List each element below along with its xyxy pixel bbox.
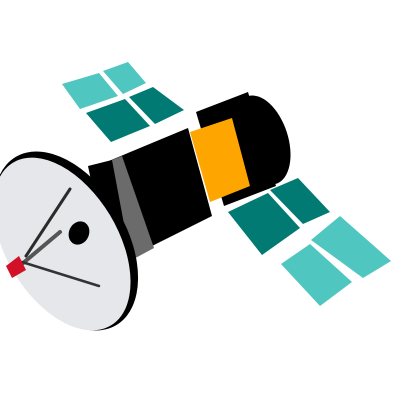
dish-strut bbox=[20, 260, 101, 288]
feed-horn bbox=[68, 221, 90, 245]
solar-cell bbox=[270, 178, 330, 224]
body-band bbox=[190, 118, 250, 202]
dish-strut bbox=[20, 230, 62, 266]
dish-surface bbox=[0, 157, 131, 331]
solar-cell bbox=[281, 244, 352, 306]
solar-cell bbox=[228, 193, 300, 255]
dish-antenna bbox=[0, 151, 139, 331]
solar-panel-lower bbox=[228, 178, 391, 306]
solar-cell bbox=[103, 62, 146, 94]
solar-cell bbox=[311, 216, 391, 278]
antenna-tip bbox=[6, 256, 26, 278]
solar-cell bbox=[62, 73, 118, 109]
solar-cell bbox=[129, 87, 184, 124]
solar-cell bbox=[86, 99, 150, 142]
solar-panel-upper bbox=[62, 62, 184, 142]
dish-strut bbox=[24, 187, 72, 258]
